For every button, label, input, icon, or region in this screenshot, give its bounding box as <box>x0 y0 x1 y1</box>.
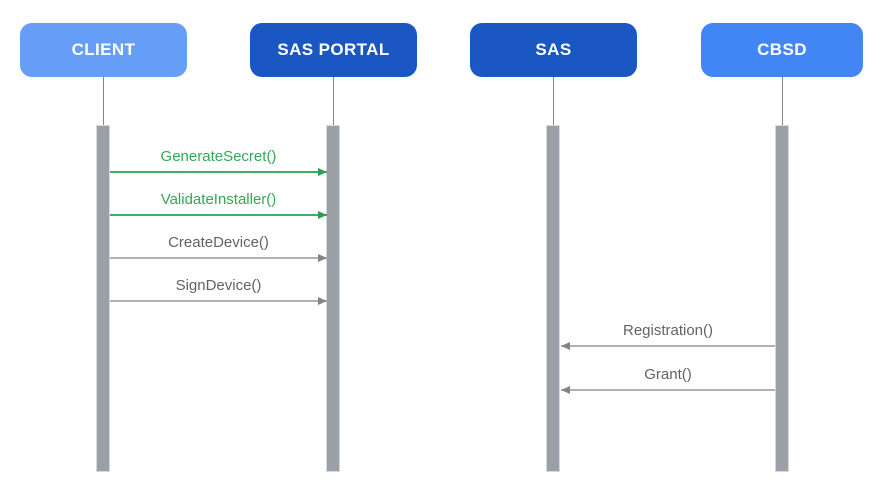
message-arrow <box>561 385 775 394</box>
message-label: ValidateInstaller() <box>160 191 277 208</box>
lifeline-stem-sas <box>553 77 554 125</box>
message-arrow <box>561 341 775 350</box>
actor-box-client: CLIENT <box>20 23 187 77</box>
message-arrow <box>110 167 327 176</box>
arrowhead-right-icon <box>318 167 327 176</box>
message-create-device: CreateDevice() <box>110 233 327 262</box>
message-label: CreateDevice() <box>168 234 269 251</box>
message-validate-installer: ValidateInstaller() <box>110 190 327 219</box>
actor-label-sas-portal: SAS PORTAL <box>277 40 390 59</box>
arrowhead-right-icon <box>318 253 327 262</box>
arrowhead-left-icon <box>561 341 570 350</box>
actor-box-cbsd: CBSD <box>701 23 863 77</box>
arrowhead-right-icon <box>318 296 327 305</box>
message-sign-device: SignDevice() <box>110 276 327 305</box>
actor-box-sas-portal: SAS PORTAL <box>250 23 417 77</box>
lifeline-stem-cbsd <box>782 77 783 125</box>
activation-bar-cbsd <box>775 125 789 472</box>
message-label: Registration() <box>622 322 714 339</box>
message-label: GenerateSecret() <box>160 148 277 165</box>
arrowhead-left-icon <box>561 385 570 394</box>
activation-bar-sas <box>546 125 560 472</box>
actor-box-sas: SAS <box>470 23 637 77</box>
message-arrow <box>110 253 327 262</box>
message-arrow <box>110 296 327 305</box>
message-arrow <box>110 210 327 219</box>
message-generate-secret: GenerateSecret() <box>110 147 327 176</box>
message-grant: Grant() <box>561 365 775 394</box>
activation-bar-client <box>96 125 110 472</box>
actor-label-sas: SAS <box>535 40 572 59</box>
actor-label-client: CLIENT <box>71 40 136 59</box>
message-label: Grant() <box>644 366 692 383</box>
activation-bar-sas-portal <box>326 125 340 472</box>
message-registration: Registration() <box>561 321 775 350</box>
message-label: SignDevice() <box>175 277 262 294</box>
lifeline-stem-client <box>103 77 104 125</box>
actor-label-cbsd: CBSD <box>757 40 807 59</box>
arrowhead-right-icon <box>318 210 327 219</box>
lifeline-stem-sas-portal <box>333 77 334 125</box>
